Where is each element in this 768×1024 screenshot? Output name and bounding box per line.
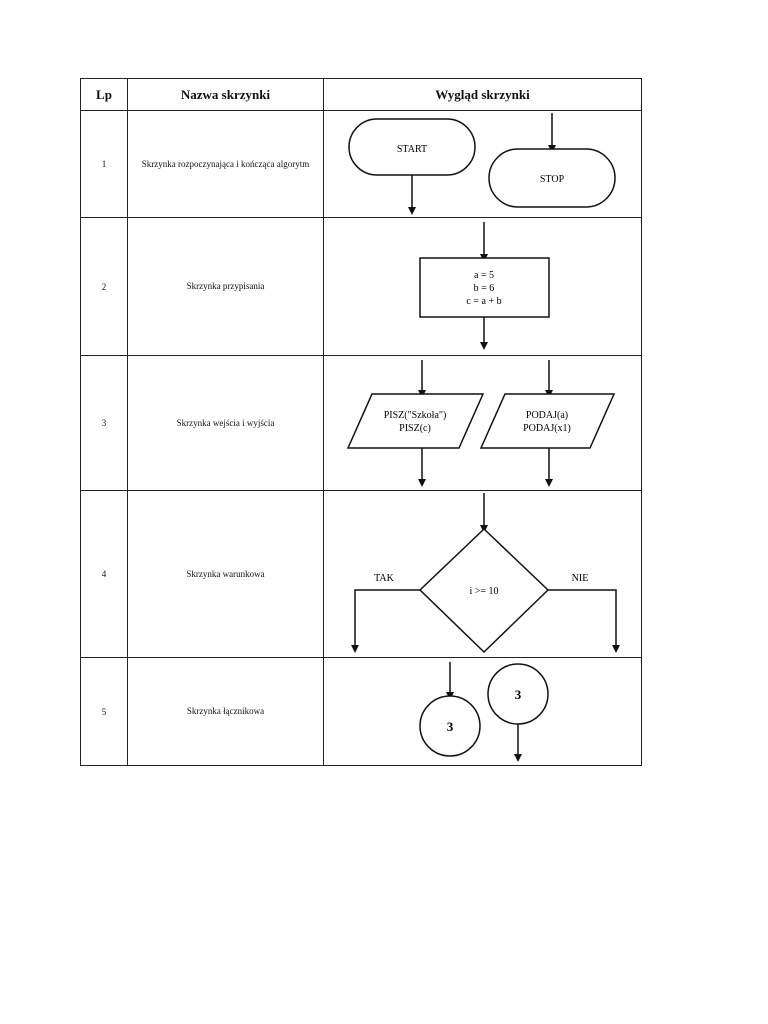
decision-shape: i >= 10 TAK NIE: [351, 493, 620, 654]
stop-terminal: [488, 148, 616, 208]
header-name: Nazwa skrzynki: [127, 78, 324, 111]
decision-no-label: NIE: [572, 573, 589, 584]
box-name: Skrzynka łącznikowa: [127, 657, 324, 766]
decision-diamond: [418, 527, 550, 654]
box-look: a = 5 b = 6 c = a + b: [323, 217, 642, 356]
box-name: Skrzynka przypisania: [127, 217, 324, 356]
output-line: PISZ("Szkoła"): [384, 410, 447, 421]
decision-no-branch: [548, 589, 620, 653]
flowchart-symbols-table: Lp Nazwa skrzynki Wygląd skrzynki 1 Skrz…: [80, 78, 642, 766]
output-line: PISZ(c): [399, 423, 431, 434]
header-look: Wygląd skrzynki: [323, 78, 642, 111]
row-number: 3: [80, 355, 128, 491]
row-number: 4: [80, 490, 128, 658]
row-number: 5: [80, 657, 128, 766]
process-line: b = 6: [474, 283, 495, 294]
table-row: 1 Skrzynka rozpoczynająca i kończąca alg…: [80, 110, 642, 218]
row-number: 1: [80, 110, 128, 218]
input-parallelogram: [479, 393, 616, 449]
connector-out-label: 3: [515, 687, 522, 702]
header-lp: Lp: [80, 78, 128, 111]
start-label: START: [397, 144, 427, 155]
connector-shapes: 3 3: [419, 662, 549, 762]
process-box: [419, 257, 550, 318]
input-line: PODAJ(a): [526, 410, 568, 421]
io-shapes: PISZ("Szkoła") PISZ(c) PODAJ(a) PODAJ(x1…: [346, 360, 616, 487]
box-name: Skrzynka wejścia i wyjścia: [127, 355, 324, 491]
decision-condition: i >= 10: [469, 586, 498, 597]
box-look: START STOP: [323, 110, 642, 218]
process-line: a = 5: [474, 270, 494, 281]
row-number: 2: [80, 217, 128, 356]
terminal-shapes: START STOP: [348, 113, 616, 215]
table-row: 5 Skrzynka łącznikowa 3 3: [80, 657, 642, 766]
table-row: 3 Skrzynka wejścia i wyjścia PISZ("Szkoł…: [80, 355, 642, 491]
table-row: 4 Skrzynka warunkowa i >= 10 TAK NIE: [80, 490, 642, 658]
table-row: 2 Skrzynka przypisania a = 5 b = 6 c = a…: [80, 217, 642, 356]
decision-yes-label: TAK: [374, 573, 395, 584]
stop-label: STOP: [540, 174, 565, 185]
process-shape: a = 5 b = 6 c = a + b: [419, 222, 550, 350]
box-look: i >= 10 TAK NIE: [323, 490, 642, 658]
box-name: Skrzynka rozpoczynająca i kończąca algor…: [127, 110, 324, 218]
box-look: 3 3: [323, 657, 642, 766]
process-line: c = a + b: [466, 296, 501, 307]
box-name: Skrzynka warunkowa: [127, 490, 324, 658]
decision-yes-branch: [351, 589, 420, 653]
connector-in-label: 3: [447, 719, 454, 734]
output-parallelogram: [346, 393, 485, 449]
box-look: PISZ("Szkoła") PISZ(c) PODAJ(a) PODAJ(x1…: [323, 355, 642, 491]
input-line: PODAJ(x1): [523, 423, 571, 434]
connector-in-circle: [419, 695, 481, 757]
table-header-row: Lp Nazwa skrzynki Wygląd skrzynki: [80, 78, 642, 111]
